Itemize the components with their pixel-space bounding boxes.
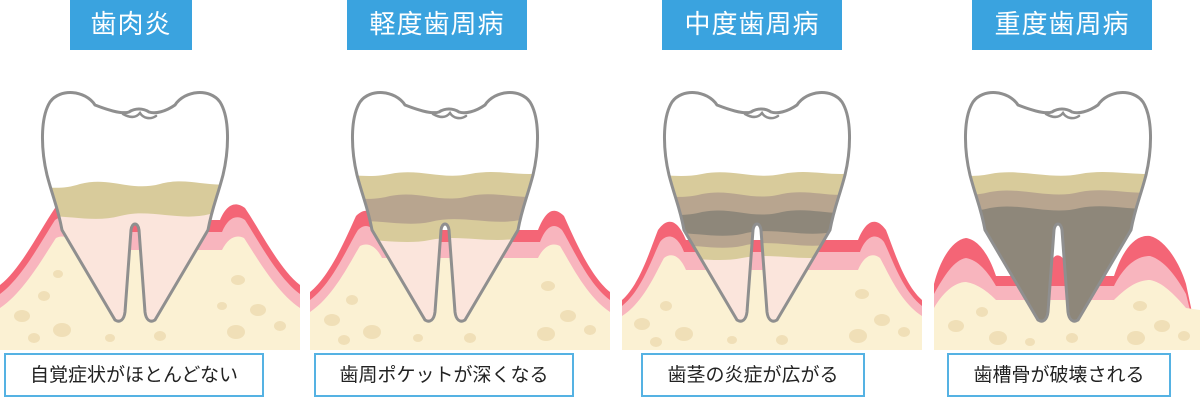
stage-caption: 歯槽骨が破壊される xyxy=(947,353,1171,397)
bone-spots xyxy=(324,281,596,345)
bone-spots xyxy=(948,301,1190,346)
tooth-crown-mark xyxy=(1044,110,1081,120)
tooth-outline xyxy=(662,91,852,323)
stage-title: 重度歯周病 xyxy=(972,0,1152,50)
stage-4: 重度歯周病 歯槽骨が破壊される xyxy=(900,0,1200,406)
stage-title: 中度歯周病 xyxy=(662,0,842,50)
stage-1: 歯肉炎 自覚症状がほとんどない xyxy=(0,0,300,406)
stage-caption: 歯周ポケットが深くなる xyxy=(314,353,574,397)
tooth-crown-mark xyxy=(431,110,468,120)
tooth-outline xyxy=(350,91,540,323)
stage-title: 歯肉炎 xyxy=(70,0,192,50)
stage-3: 中度歯周病 歯茎の炎症が広がる xyxy=(622,0,922,406)
bone-spots xyxy=(14,270,286,343)
tooth-crown-mark xyxy=(743,110,780,120)
stage-caption: 自覚症状がほとんどない xyxy=(4,353,264,397)
tooth-mild-periodontitis-illustration xyxy=(310,91,610,350)
stage-title: 軽度歯周病 xyxy=(347,0,527,50)
bone-spots xyxy=(634,289,910,347)
tooth-severe-periodontitis-illustration xyxy=(934,91,1200,350)
tooth-gingivitis-illustration xyxy=(0,91,300,350)
stage-2: 軽度歯周病 歯周ポケットが深くなる xyxy=(310,0,610,406)
stage-caption: 歯茎の炎症が広がる xyxy=(641,353,865,397)
tooth-outline xyxy=(40,91,230,323)
tooth-outline xyxy=(963,91,1153,323)
tooth-crown-mark xyxy=(121,110,158,120)
tooth-moderate-periodontitis-illustration xyxy=(622,91,922,350)
